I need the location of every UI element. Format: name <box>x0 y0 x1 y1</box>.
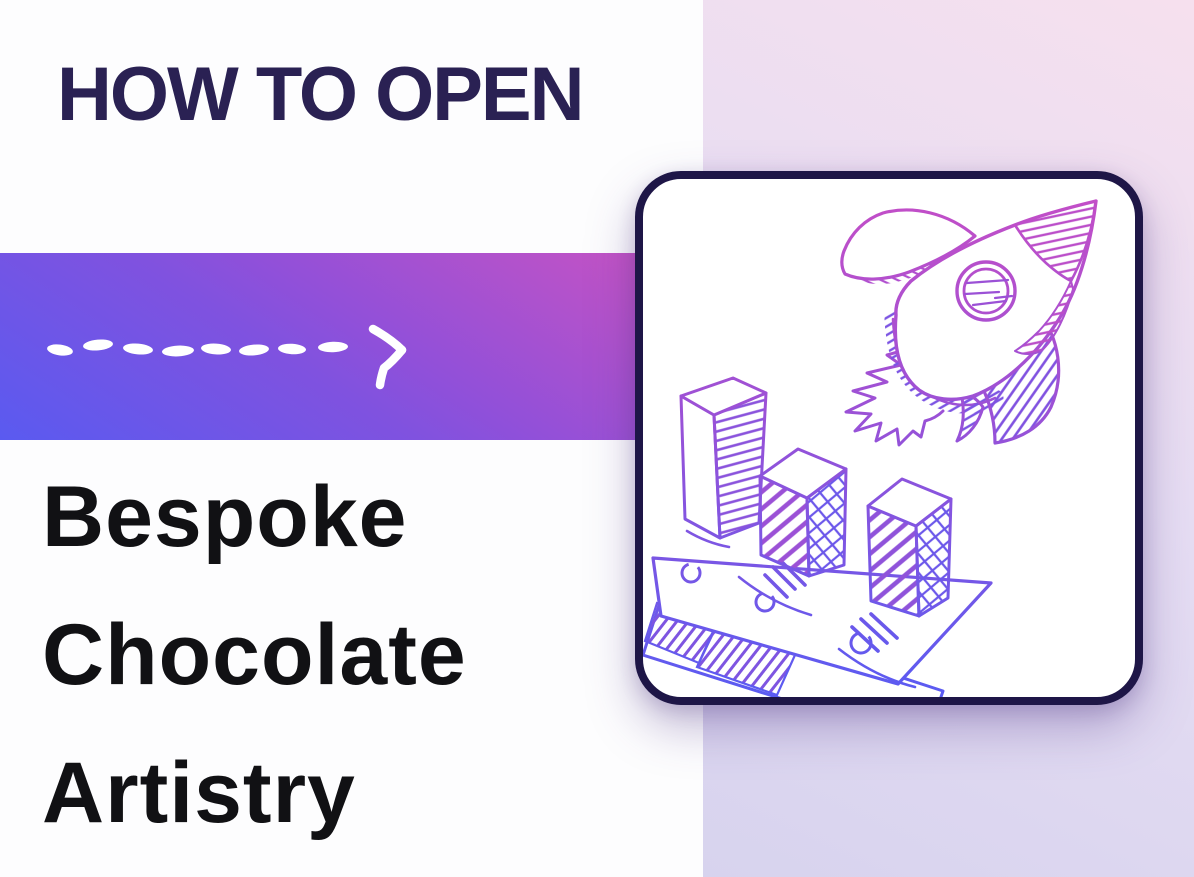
illustration-card <box>635 171 1143 705</box>
headline: Bespoke Chocolate Artistry <box>42 448 467 862</box>
kicker-text: HOW TO OPEN <box>57 52 585 137</box>
rocket-chart-illustration-icon <box>643 199 1098 697</box>
rocket-sketch <box>840 199 1098 447</box>
dashed-arrow-icon <box>47 324 407 390</box>
headline-line-2: Chocolate <box>42 607 467 703</box>
headline-line-1: Bespoke <box>42 469 408 565</box>
headline-line-3: Artistry <box>42 745 356 841</box>
bar-chart-sketch <box>679 376 953 618</box>
rocket-window-icon <box>955 260 1017 322</box>
